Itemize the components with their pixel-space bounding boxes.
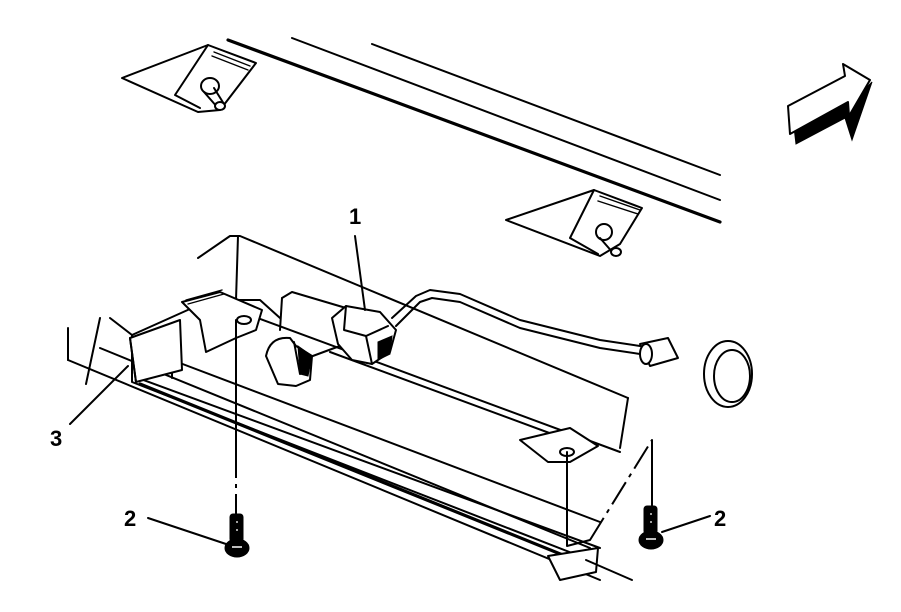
callout-1: 1	[349, 204, 362, 229]
upper-panel-edges	[226, 37, 722, 224]
connector-and-harness	[301, 289, 753, 408]
installation-lines	[235, 319, 653, 547]
leader-lines	[69, 235, 711, 545]
bolt-right-icon	[638, 505, 664, 550]
lamp-housing	[67, 235, 633, 581]
bolt-left-icon	[224, 513, 250, 558]
callout-2-left: 2	[124, 506, 137, 531]
mounting-tab-right	[505, 189, 643, 257]
mounting-tab-left	[121, 44, 257, 113]
direction-arrow-icon	[787, 63, 873, 145]
callout-3: 3	[50, 426, 63, 451]
callout-2-right: 2	[714, 506, 727, 531]
